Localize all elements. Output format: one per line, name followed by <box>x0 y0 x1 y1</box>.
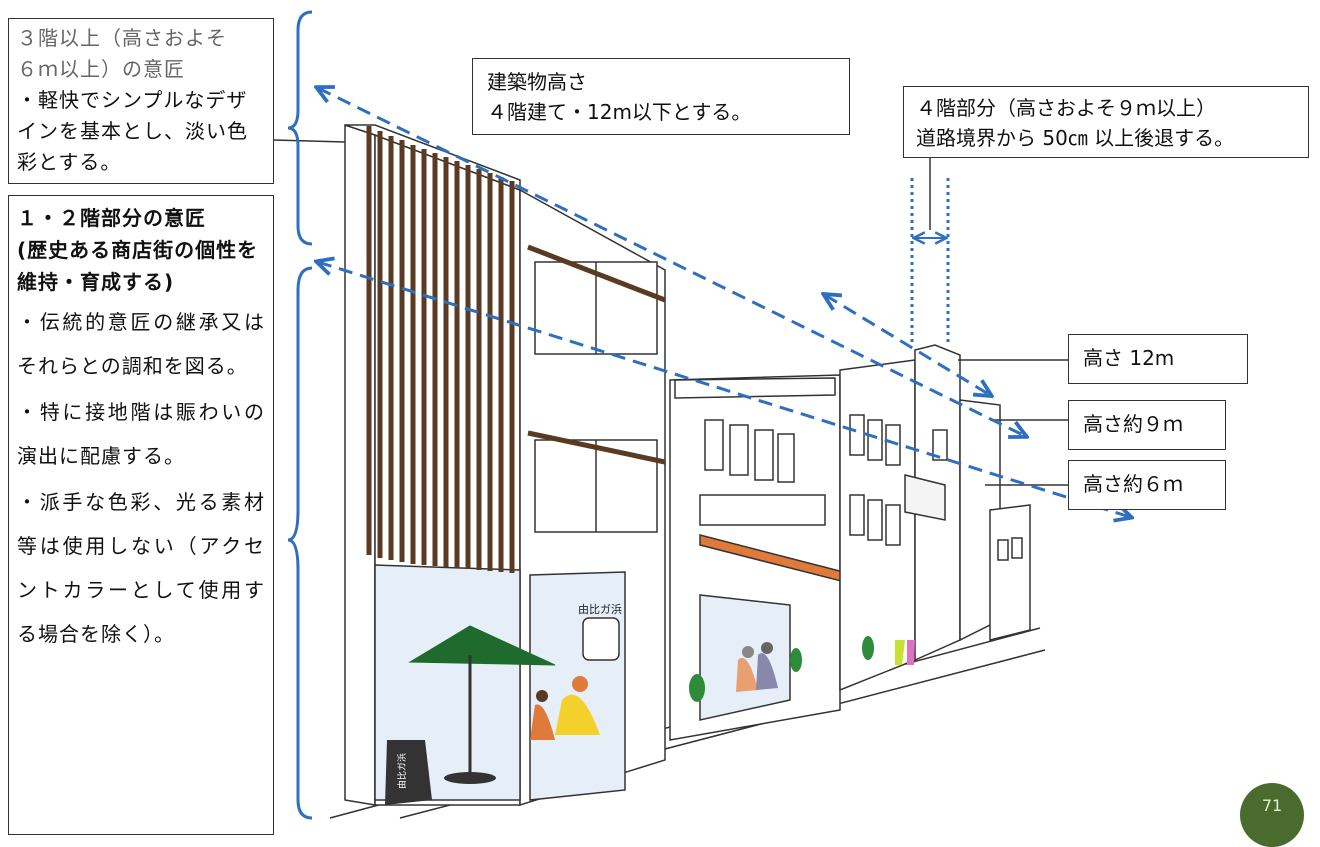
pedestrians <box>530 640 915 740</box>
upper-floor-design-box: ３階以上（高さおよそ ６ｍ以上）の意匠 ・軽快でシンプルなデザインを基本とし、淡… <box>8 18 274 184</box>
braces <box>287 10 313 820</box>
upper-floor-title-line1: ３階以上（高さおよそ <box>17 26 227 50</box>
building-height-box: 建築物高さ ４階建て・12m以下とする。 <box>472 58 850 135</box>
height-envelope-arrows <box>318 88 1130 517</box>
setback-line-2: 道路境界から 50㎝ 以上後退する。 <box>916 126 1235 150</box>
lower-floor-subheading: (歴史ある商店街の個性を維持・育成する) <box>17 238 259 294</box>
upper-floor-title-line2: ６ｍ以上）の意匠 <box>17 57 185 81</box>
lower-floor-item-3: ・派手な色彩、光る素材等は使用しない（アクセントカラーとして使用する場合を除く）… <box>17 490 265 646</box>
building-height-detail: ４階建て・12m以下とする。 <box>487 100 752 124</box>
setback-line-1: ４階部分（高さおよそ９ｍ以上） <box>916 96 1216 120</box>
height-label-6m: 高さ約６ｍ <box>1068 460 1226 510</box>
shop-sign-text: 由比ガ浜 <box>578 602 622 616</box>
setback-box: ４階部分（高さおよそ９ｍ以上） 道路境界から 50㎝ 以上後退する。 <box>903 86 1309 158</box>
a-board-text: 由比ガ浜 <box>396 753 408 789</box>
height-label-12m: 高さ 12m <box>1068 334 1248 384</box>
shop-sign: 由比ガ浜 <box>578 602 622 616</box>
building-height-title: 建築物高さ <box>487 70 587 94</box>
parasol <box>408 625 556 784</box>
potted-plants <box>689 636 874 702</box>
page-number-badge: 71 <box>1240 783 1304 847</box>
upper-floor-description: ・軽快でシンプルなデザインを基本とし、淡い色彩とする。 <box>17 88 248 174</box>
lower-floor-item-1: ・伝統的意匠の継承又はそれらとの調和を図る。 <box>17 310 265 378</box>
streetscape-illustration <box>273 10 1320 820</box>
a-board-sign <box>385 740 432 805</box>
height-label-9m: 高さ約９ｍ <box>1068 400 1226 450</box>
lower-floor-item-2: ・特に接地階は賑わいの演出に配慮する。 <box>17 400 265 468</box>
lower-floor-design-box: １・２階部分の意匠 (歴史ある商店街の個性を維持・育成する) ・伝統的意匠の継承… <box>8 195 274 835</box>
lower-floor-heading: １・２階部分の意匠 <box>17 206 206 230</box>
a-board-label: 由比ガ浜 <box>396 753 408 789</box>
